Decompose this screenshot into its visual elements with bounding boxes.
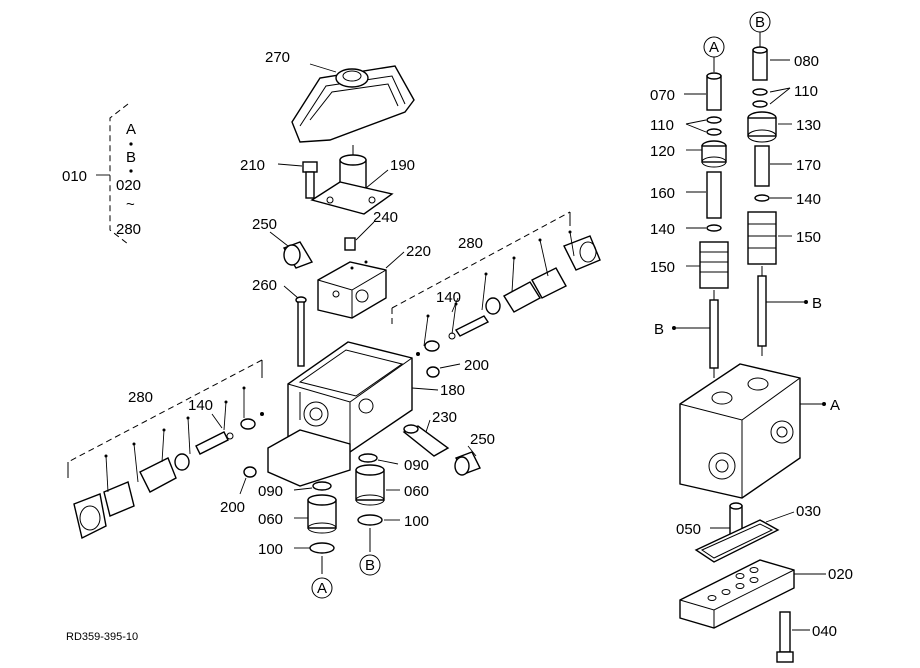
group-bracket: 010 A B 020 ~ 280: [62, 103, 141, 245]
part-label-110-b: 110: [794, 83, 818, 100]
valve-body-180: [267, 341, 439, 487]
part-label-160: 160: [650, 185, 675, 202]
part-label-250-upper: 250: [252, 216, 277, 233]
rubber-boot-270: [291, 63, 415, 143]
bracket-line-b: B: [126, 149, 136, 166]
bolt-210: [277, 161, 318, 199]
relief-assembly-upper: [391, 211, 601, 356]
screw-240: [344, 221, 375, 251]
part-label-130: 130: [796, 117, 821, 134]
part-label-170: 170: [796, 157, 821, 174]
part-label-280-lower: 280: [128, 389, 153, 406]
part-label-060-a: 060: [258, 511, 283, 528]
plug-200-left: [239, 466, 257, 495]
bracket-line-020: 020: [116, 177, 141, 194]
gasket-030: [694, 511, 795, 563]
part-label-060-b: 060: [404, 483, 429, 500]
pin-230: [402, 419, 450, 457]
part-label-150-b: 150: [796, 229, 821, 246]
part-label-100-b: 100: [404, 513, 429, 530]
spool-060-b: [355, 453, 400, 576]
bushing-250-lower: [454, 445, 481, 476]
marker-b-top: B: [755, 14, 765, 31]
bracket-line-a: A: [126, 121, 136, 138]
part-label-140-lower: 140: [188, 397, 213, 414]
bracket-line-tilde: ~: [126, 196, 135, 213]
part-label-250-lower: 250: [470, 431, 495, 448]
part-label-240: 240: [373, 209, 398, 226]
part-label-230: 230: [432, 409, 457, 426]
part-label-180: 180: [440, 382, 465, 399]
part-label-110-a: 110: [650, 117, 674, 134]
part-label-200-right: 200: [464, 357, 489, 374]
plug-200-right: [426, 363, 461, 378]
part-label-080: 080: [794, 53, 819, 70]
spool-060-a: [293, 481, 337, 599]
part-label-190: 190: [390, 157, 415, 174]
part-label-090-a: 090: [258, 483, 283, 500]
plate-190: [310, 145, 394, 215]
part-label-010: 010: [62, 168, 87, 185]
spool-column-a: [672, 36, 729, 378]
part-label-280-upper: 280: [458, 235, 483, 252]
part-label-200-left: 200: [220, 499, 245, 516]
figure-code: RD359-395-10: [66, 631, 138, 643]
bolt-260: [283, 285, 307, 367]
part-label-210: 210: [240, 157, 265, 174]
part-label-040: 040: [812, 623, 837, 640]
marker-a-top: A: [709, 39, 719, 56]
part-label-140-d: 140: [796, 191, 821, 208]
marker-b-left: B: [654, 321, 664, 338]
part-label-150-a: 150: [650, 259, 675, 276]
part-label-260: 260: [252, 277, 277, 294]
valve-body-right: [679, 363, 826, 499]
marker-b-bottom: B: [365, 557, 375, 574]
part-label-220: 220: [406, 243, 431, 260]
part-label-120: 120: [650, 143, 675, 160]
bolt-040: [776, 611, 810, 663]
bracket-line-280: 280: [116, 221, 141, 238]
part-label-140-upper: 140: [436, 289, 461, 306]
spool-column-b: [747, 11, 808, 356]
part-label-100-a: 100: [258, 541, 283, 558]
part-label-020: 020: [828, 566, 853, 583]
block-220: [317, 251, 405, 319]
relief-assembly-lower: [67, 359, 264, 540]
part-label-050: 050: [676, 521, 701, 538]
part-label-090-b: 090: [404, 457, 429, 474]
marker-b-right: B: [812, 295, 822, 312]
part-label-070: 070: [650, 87, 675, 104]
part-label-030: 030: [796, 503, 821, 520]
plate-020: [679, 559, 826, 629]
bushing-250-upper: [269, 231, 314, 269]
part-label-140-c: 140: [650, 221, 675, 238]
marker-a-right: A: [830, 397, 840, 414]
part-label-270: 270: [265, 49, 290, 66]
marker-a-bottom: A: [317, 580, 327, 597]
